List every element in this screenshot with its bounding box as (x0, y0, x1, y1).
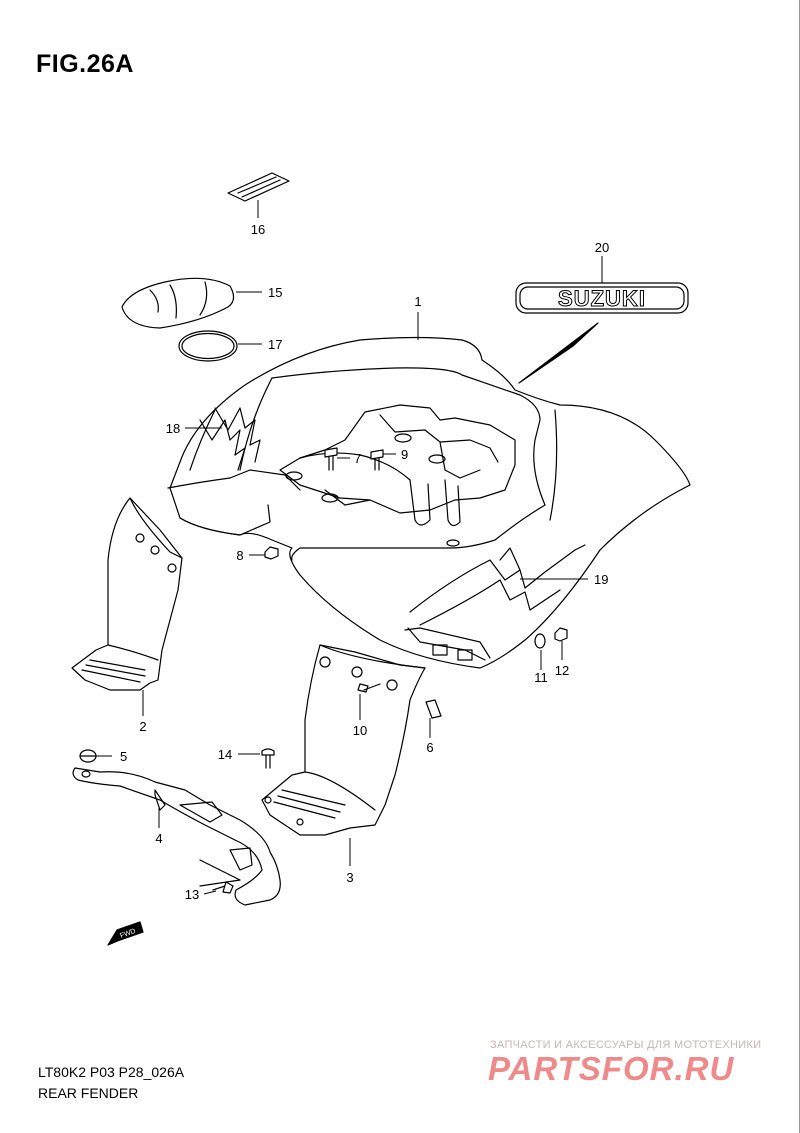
callout-4: 4 (155, 831, 162, 846)
callout-10: 10 (353, 723, 367, 738)
figure-title: FIG.26A (36, 50, 134, 78)
decal-location-arrow (518, 322, 599, 384)
callout-14: 14 (218, 747, 232, 762)
callout-13: 13 (185, 887, 199, 902)
ring-17 (178, 330, 238, 362)
callout-16: 16 (251, 222, 265, 237)
callout-20: 20 (595, 240, 609, 255)
diagram-code: LT80K2 P03 P28_026A (38, 1064, 185, 1080)
callout-15: 15 (268, 285, 282, 300)
suzuki-decal-text: SUZUKI (558, 286, 646, 311)
mudguard-right-3 (261, 644, 426, 836)
callout-12: 12 (555, 663, 569, 678)
callout-5: 5 (120, 749, 127, 764)
nut-12 (554, 627, 568, 642)
callout-6: 6 (426, 740, 433, 755)
diagram-subtitle: REAR FENDER (38, 1085, 139, 1101)
callout-3: 3 (346, 870, 353, 885)
pad-15 (121, 277, 235, 329)
callout-17: 17 (268, 337, 282, 352)
rear-fender-body (167, 336, 691, 669)
stay-4 (72, 767, 281, 906)
decal-16 (227, 172, 290, 202)
bolt-7 (324, 447, 338, 471)
decal-19 (409, 544, 586, 626)
bolt-9 (370, 449, 384, 471)
bolt-13 (212, 881, 234, 894)
watermark-logo: PARTSFOR.RU (488, 1050, 735, 1087)
bolt-10 (357, 683, 381, 693)
callout-1: 1 (414, 294, 421, 309)
decal-18 (189, 407, 261, 471)
clip-6 (425, 699, 442, 719)
nut-8 (264, 546, 279, 560)
callout-9: 9 (401, 447, 408, 462)
mudguard-left-2 (71, 497, 183, 691)
fwd-arrow: FWD (107, 921, 144, 946)
callout-11: 11 (534, 670, 548, 685)
washer-11 (534, 633, 546, 649)
callout-8: 8 (236, 548, 243, 563)
screw-14 (261, 748, 275, 769)
watermark-caption: ЗАПЧАСТИ И АКСЕССУАРЫ ДЛЯ МОТОТЕХНИКИ (490, 1039, 762, 1051)
callout-2: 2 (139, 719, 146, 734)
callout-7: 7 (354, 451, 361, 466)
grommet-5 (79, 749, 97, 763)
callout-19: 19 (594, 572, 608, 587)
callout-18: 18 (166, 421, 180, 436)
